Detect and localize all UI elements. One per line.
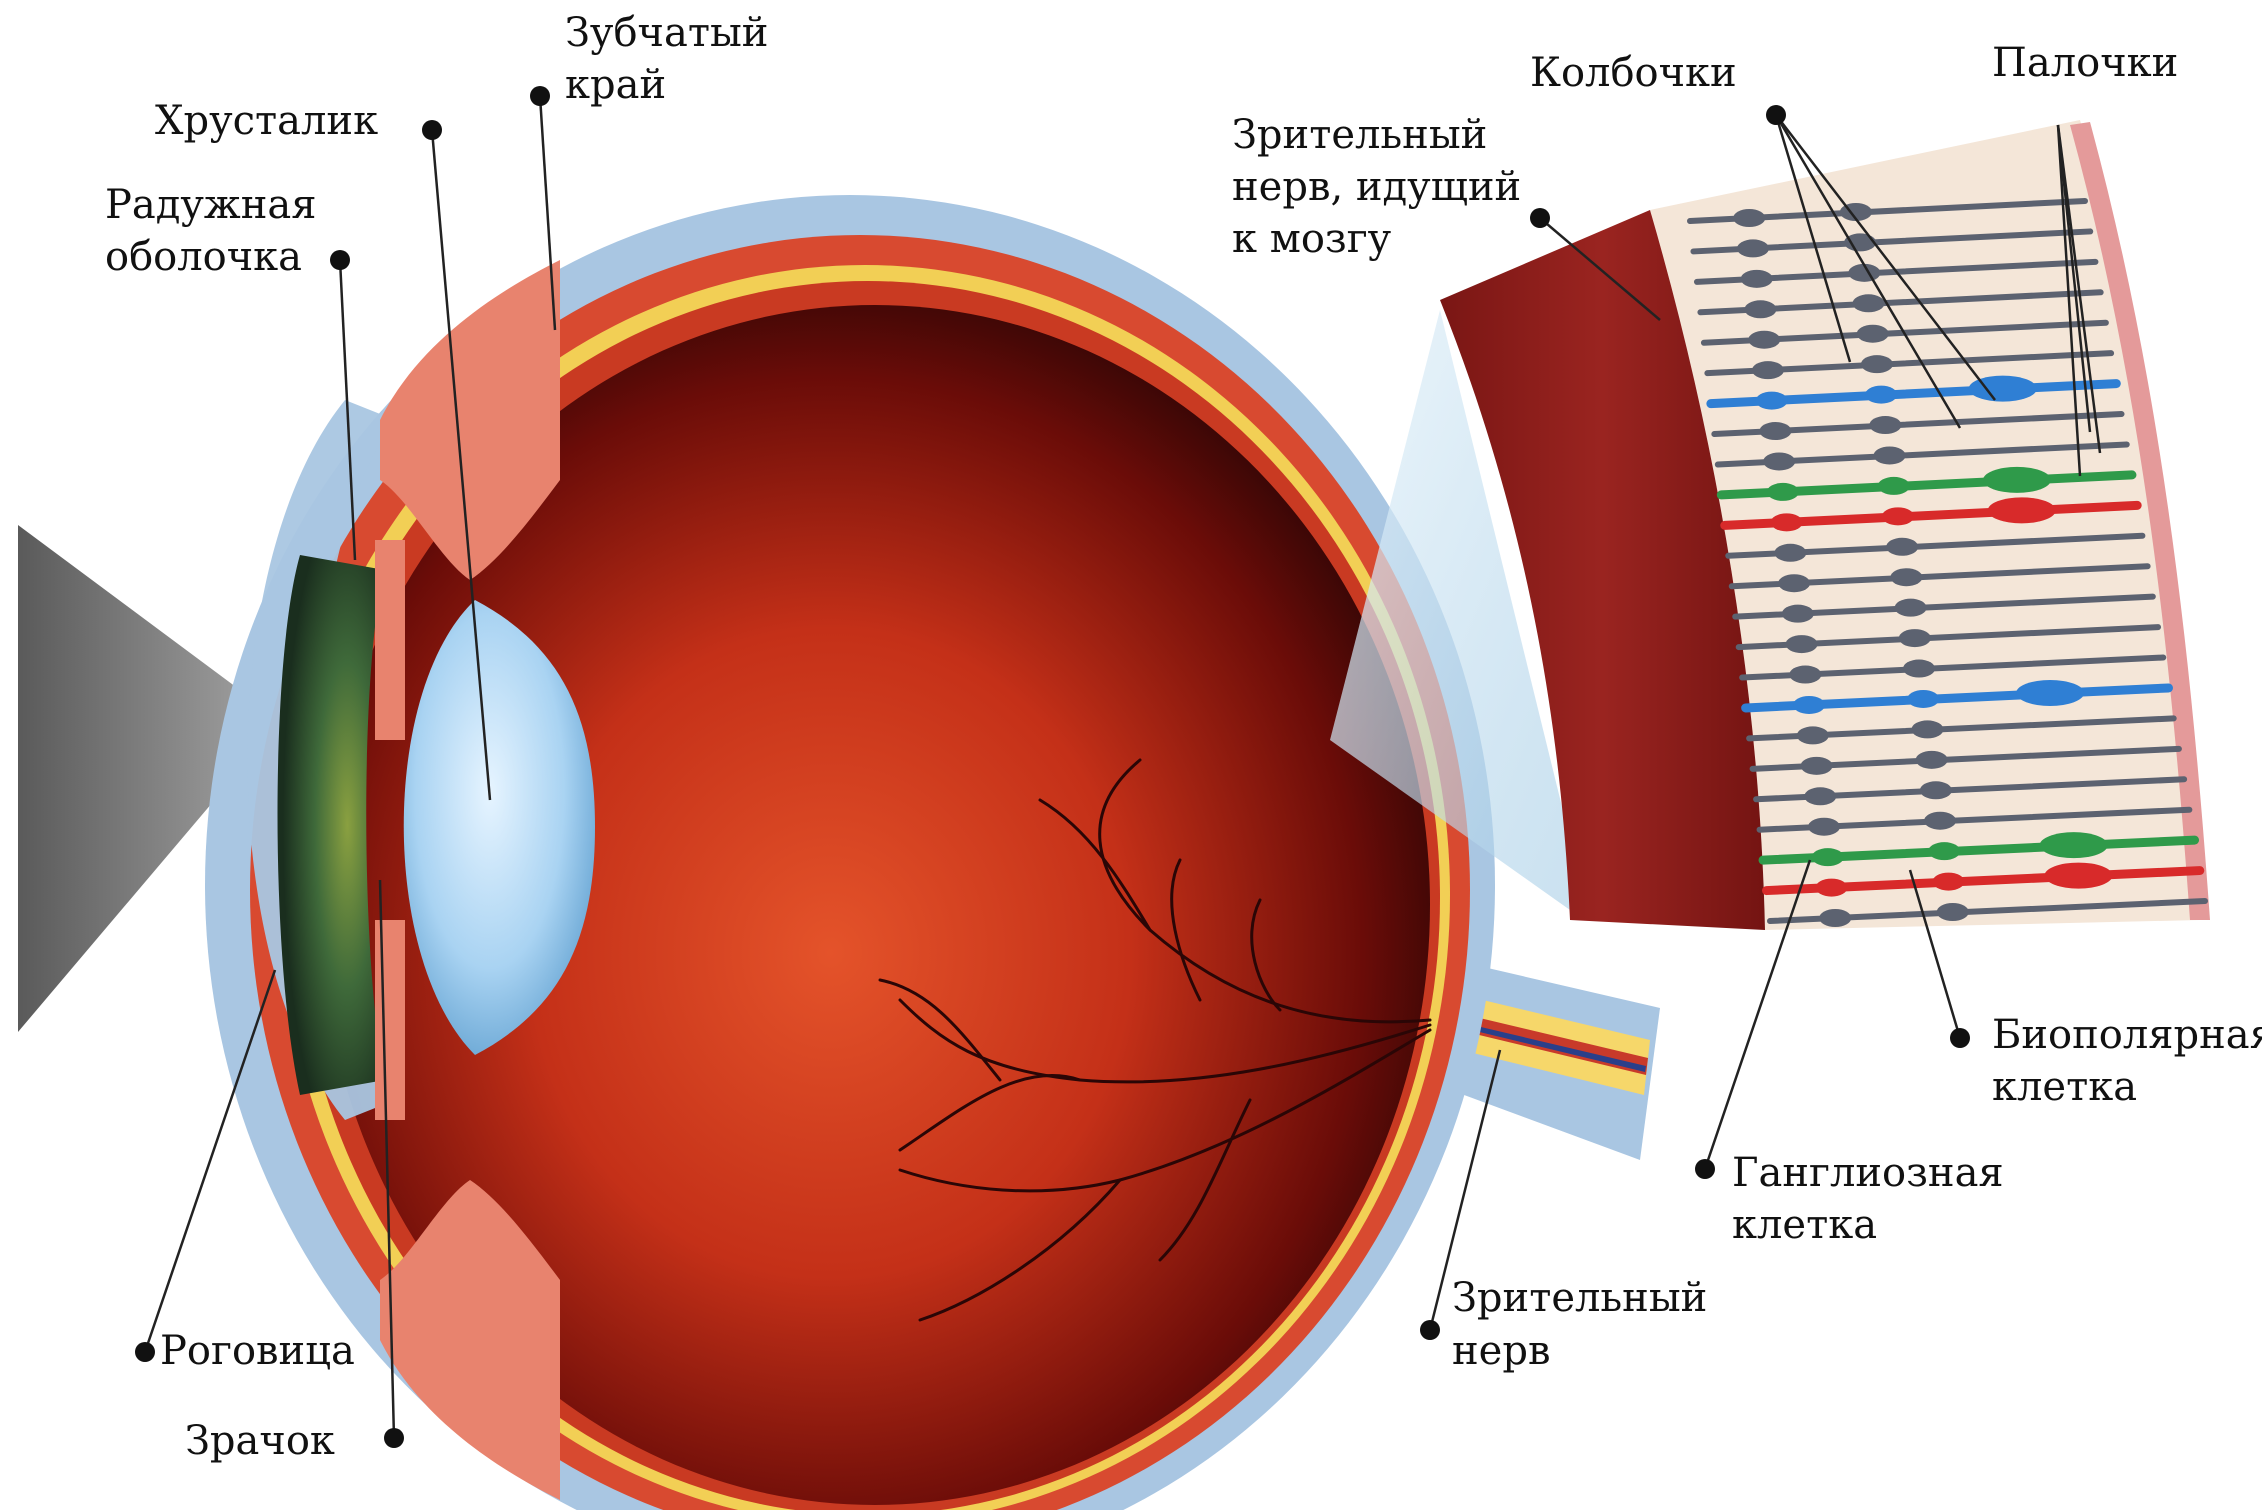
ganglion-cell-body <box>1748 331 1780 349</box>
bipolar-cell-body <box>1869 416 1901 434</box>
bipolar-cell-body <box>1878 477 1910 495</box>
bipolar-cell-body <box>1932 873 1964 891</box>
label-cornea: Роговица <box>160 1328 355 1375</box>
label-optic-nerve-to-brain-line3: к мозгу <box>1232 216 1391 263</box>
ganglion-cell-body <box>1744 300 1776 318</box>
ganglion-cell-body <box>1812 848 1844 866</box>
ganglion-cell-body <box>1778 574 1810 592</box>
label-pupil: Зрачок <box>185 1418 335 1465</box>
ganglion-cell-body <box>1801 757 1833 775</box>
ganglion-cell-body <box>1733 209 1765 227</box>
bipolar-cell-body <box>1920 781 1952 799</box>
ganglion-cell-body <box>1759 422 1791 440</box>
ganglion-cell-body <box>1737 239 1769 257</box>
bipolar-cell-body <box>1928 842 1960 860</box>
ganglion-cell-body <box>1816 879 1848 897</box>
ganglion-cell-body <box>1752 361 1784 379</box>
bipolar-cell-body <box>1907 690 1939 708</box>
ganglion-cell-body <box>1741 270 1773 288</box>
cone-outer-segment <box>2044 863 2112 889</box>
ganglion-cell-body <box>1786 635 1818 653</box>
ganglion-cell-body <box>1789 666 1821 684</box>
bipolar-cell-body <box>1874 446 1906 464</box>
label-serrated-edge-line1: Зубчатый <box>565 10 768 57</box>
label-bipolar-cell-line2: клетка <box>1992 1064 2137 1111</box>
cone-outer-segment <box>1988 497 2056 523</box>
label-iris-line2: оболочка <box>105 234 302 281</box>
ganglion-cell-body <box>1774 544 1806 562</box>
bipolar-cell-body <box>1937 903 1969 921</box>
label-bipolar-cell-line1: Биополярная <box>1992 1012 2262 1059</box>
bipolar-cell-body <box>1903 660 1935 678</box>
label-optic-nerve-line1: Зрительный <box>1452 1275 1707 1322</box>
ganglion-cell-body <box>1782 605 1814 623</box>
bipolar-cell-body <box>1899 629 1931 647</box>
ganglion-cell-body <box>1767 483 1799 501</box>
ganglion-cell-body <box>1793 696 1825 714</box>
bipolar-cell-body <box>1895 599 1927 617</box>
ganglion-cell-body <box>1819 909 1851 927</box>
label-optic-nerve-to-brain-line2: нерв, идущий <box>1232 164 1521 211</box>
ganglion-cell-body <box>1808 818 1840 836</box>
label-iris-line1: Радужная <box>105 182 316 229</box>
ganglion-cell-body <box>1804 787 1836 805</box>
bipolar-cell-body <box>1882 507 1914 525</box>
bipolar-cell-body <box>1865 386 1897 404</box>
ganglion-cell-body <box>1756 392 1788 410</box>
bipolar-cell-body <box>1861 355 1893 373</box>
label-lens: Хрусталик <box>155 98 378 145</box>
ganglion-cell-body <box>1771 513 1803 531</box>
bipolar-cell-body <box>1886 538 1918 556</box>
ganglion-cell-body <box>1763 452 1795 470</box>
label-optic-nerve-line2: нерв <box>1452 1328 1550 1375</box>
label-ganglion-cell-line2: клетка <box>1732 1202 1877 1249</box>
bipolar-cell-body <box>1853 294 1885 312</box>
label-rods: Палочки <box>1992 40 2178 87</box>
cone-outer-segment <box>2040 832 2108 858</box>
label-cones: Колбочки <box>1530 50 1737 97</box>
bipolar-cell-body <box>1844 233 1876 251</box>
bipolar-cell-body <box>1916 751 1948 769</box>
label-ganglion-cell-line1: Ганглиозная <box>1732 1150 2004 1197</box>
cone-outer-segment <box>1983 467 2051 493</box>
light-beam <box>18 525 240 1032</box>
cone-outer-segment <box>2016 680 2084 706</box>
bipolar-cell-body <box>1924 812 1956 830</box>
label-optic-nerve-to-brain-line1: Зрительный <box>1232 112 1487 159</box>
bipolar-cell-body <box>1890 568 1922 586</box>
bipolar-cell-body <box>1911 720 1943 738</box>
ganglion-cell-body <box>1797 726 1829 744</box>
bipolar-cell-body <box>1857 325 1889 343</box>
label-serrated-edge-line2: край <box>565 62 666 109</box>
